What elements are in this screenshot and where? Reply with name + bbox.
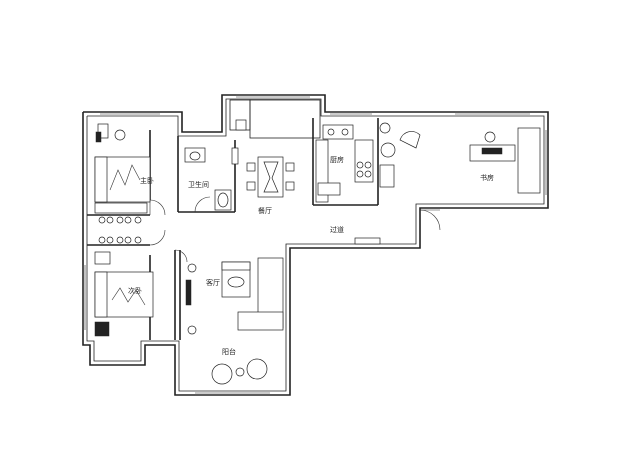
master-bedroom-label: 主卧 [140, 176, 154, 185]
living-room-furniture: 客厅 [185, 257, 284, 335]
living-room-label: 客厅 [206, 278, 220, 287]
windows [82, 94, 549, 396]
balcony-furniture: 阳台 [211, 347, 268, 385]
outer-walls [82, 94, 549, 396]
corridor-label: 过道 [330, 225, 344, 234]
master-bedroom-furniture: 主卧 [94, 123, 154, 244]
dining-room-furniture: 餐厅 [235, 119, 295, 215]
second-bedroom-furniture: 次卧 [94, 251, 154, 337]
study-label: 书房 [480, 173, 494, 182]
corridor-items: 过道 [330, 225, 381, 245]
study-furniture: 书房 [379, 122, 541, 194]
bathroom-label: 卫生间 [188, 180, 209, 189]
doors [149, 196, 441, 263]
second-bedroom-label: 次卧 [128, 286, 142, 295]
kitchen-label: 厨房 [330, 155, 344, 164]
kitchen-furniture: 厨房 [315, 124, 374, 203]
balcony-label: 阳台 [222, 347, 236, 356]
bathroom-fixtures: 卫生间 [184, 147, 239, 211]
dining-room-label: 餐厅 [258, 206, 272, 215]
